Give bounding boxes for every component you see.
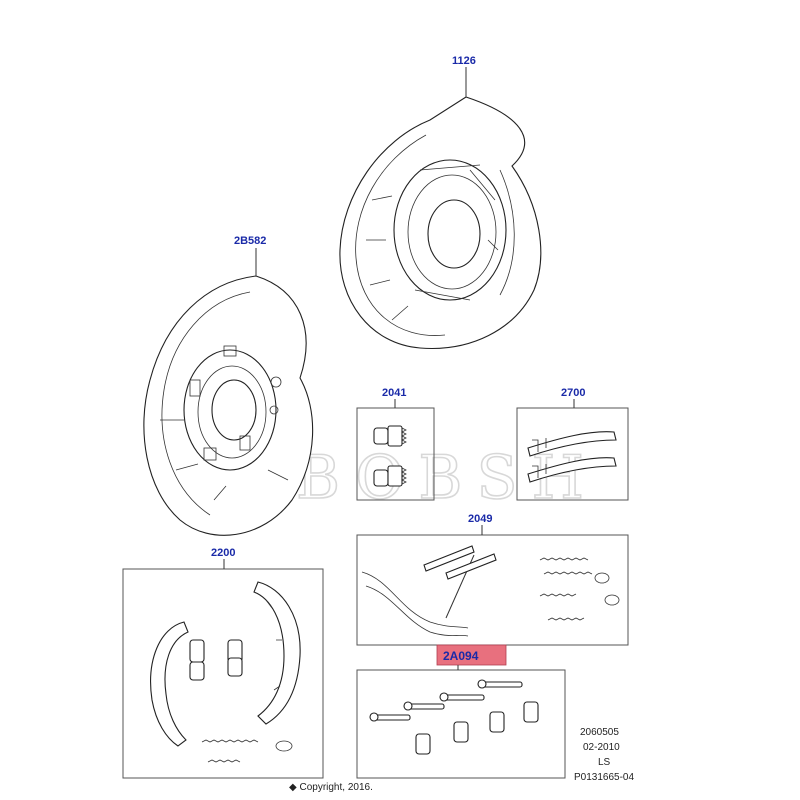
ref-date: 02-2010 xyxy=(583,742,620,753)
adjuster-2041[interactable] xyxy=(373,425,407,487)
box-2700 xyxy=(516,407,629,501)
callout-highlight xyxy=(436,644,507,666)
copyright: ◆ Copyright, 2016. xyxy=(289,782,373,793)
backing-plate-1126[interactable] xyxy=(339,96,542,350)
ref-part-no: P0131665-04 xyxy=(574,772,634,783)
brake-shoes-2200[interactable] xyxy=(150,581,301,763)
callout-2041[interactable]: 2041 xyxy=(382,387,406,399)
box-2a094 xyxy=(356,669,566,779)
watermark: BOBSH xyxy=(296,443,598,513)
ref-code: 2060505 xyxy=(580,727,619,738)
callout-1126[interactable]: 1126 xyxy=(452,55,476,67)
callout-2b582[interactable]: 2B582 xyxy=(234,235,266,247)
box-2200 xyxy=(122,568,324,779)
lever-2700[interactable] xyxy=(527,431,617,483)
callout-2200[interactable]: 2200 xyxy=(211,547,235,559)
box-2049 xyxy=(356,534,629,646)
callout-2a094[interactable]: 2A094 xyxy=(443,649,479,663)
ref-variant: LS xyxy=(598,757,611,768)
callout-2049[interactable]: 2049 xyxy=(468,513,492,525)
spring-kit-2049[interactable] xyxy=(361,545,620,637)
backing-plate-2b582[interactable] xyxy=(143,275,314,536)
hold-down-kit-2a094[interactable] xyxy=(369,679,539,755)
callout-2700[interactable]: 2700 xyxy=(561,387,585,399)
